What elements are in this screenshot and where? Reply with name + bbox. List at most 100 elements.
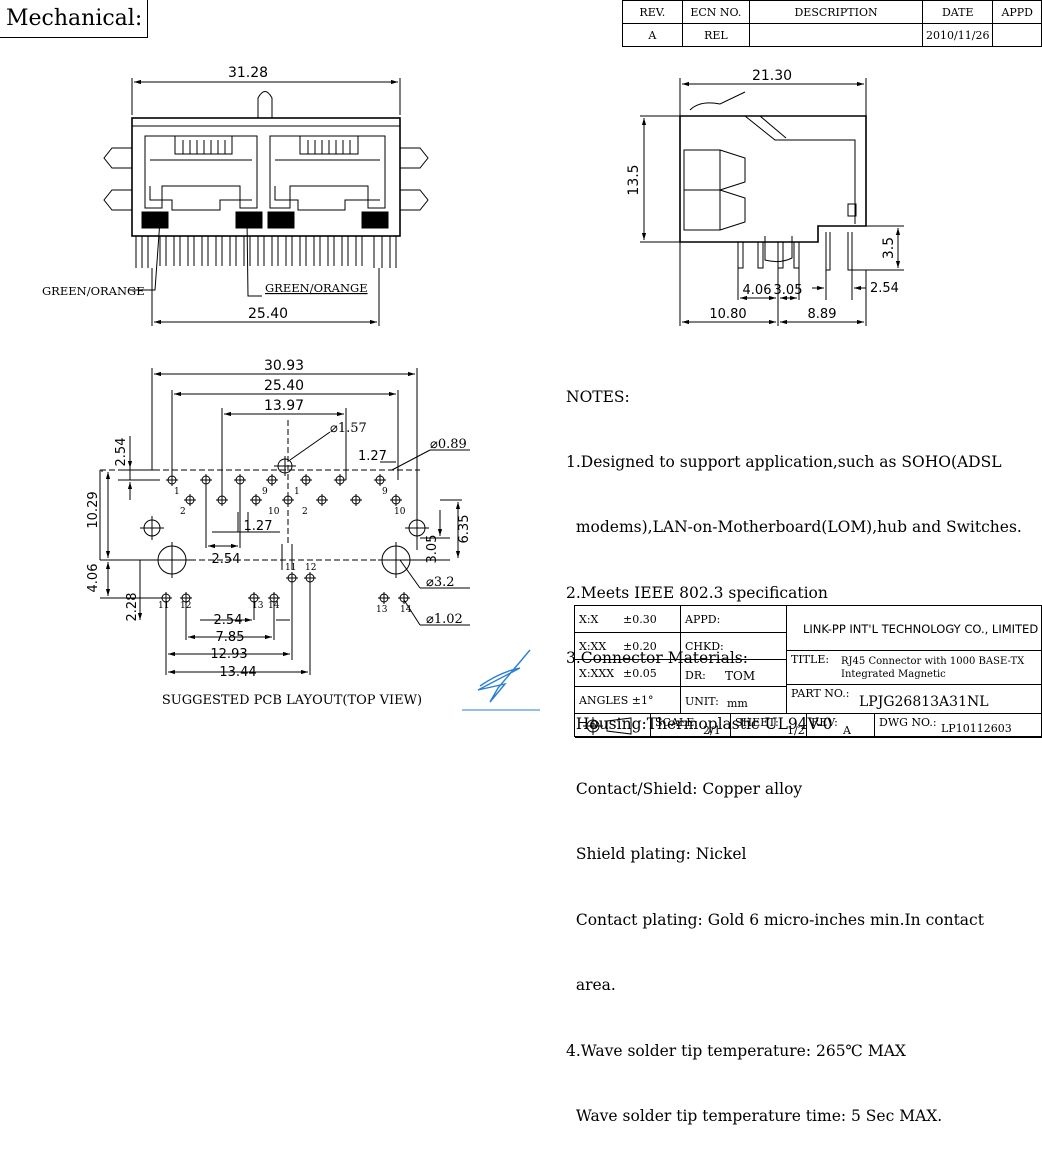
pcb-dim-6-35: 6.35 — [457, 515, 472, 544]
note-line: 2.Meets IEEE 802.3 specification — [566, 583, 828, 602]
appd-cell: APPD: — [681, 606, 787, 633]
pcb-dim-2-54-c: 2.54 — [214, 613, 243, 628]
front-port-left — [144, 135, 258, 211]
pin-label: 9 — [382, 487, 388, 497]
pcb-dim-13-44: 13.44 — [219, 665, 256, 680]
revision-row: A REL 2010/11/26 — [622, 23, 1042, 47]
pcb-dim-7-85: 7.85 — [216, 630, 245, 645]
side-dim-13-5: 13.5 — [626, 164, 642, 195]
rev-label: REV: — [811, 716, 838, 729]
pin-label: 10 — [268, 507, 280, 517]
pin-label: 1 — [174, 487, 180, 497]
dr-value: TOM — [725, 669, 756, 683]
sheet-label: SHEET: — [735, 716, 779, 729]
pcb-dim-1-27-a: 1.27 — [358, 449, 387, 464]
pcb-dim-2-54-v: 2.54 — [114, 438, 129, 467]
front-pins — [135, 236, 397, 268]
pcb-dim-25-40: 25.40 — [264, 378, 304, 394]
pcb-pin-labels: 1 2 9 10 1 2 9 10 11 12 11 12 13 14 13 1… — [158, 487, 412, 615]
notes-heading: NOTES: — [566, 387, 630, 406]
part-label: PART NO.: — [791, 687, 850, 700]
side-dim-3-05: 3.05 — [774, 283, 803, 298]
note-line: 3.Connector Materials: — [566, 649, 748, 668]
pcb-caption: SUGGESTED PCB LAYOUT(TOP VIEW) — [162, 693, 422, 708]
date-cell: 2010/11/26 — [922, 23, 994, 47]
sheet-cell: SHEET: 1/2 — [731, 714, 807, 738]
tol-xx-label: X:XX — [579, 640, 607, 653]
title-cell: TITLE: RJ45 Connector with 1000 BASE-TX … — [787, 651, 1042, 685]
tol-x-value: ±0.30 — [623, 613, 657, 626]
note-line: Wave solder tip temperature time: 5 Sec … — [566, 1106, 943, 1125]
tol-xx-value: ±0.20 — [623, 640, 657, 653]
side-dim-21-30: 21.30 — [752, 68, 792, 84]
title-label: TITLE: — [791, 653, 830, 666]
pin-label: 10 — [394, 507, 406, 517]
side-dim-3-5: 3.5 — [881, 237, 897, 259]
note-line: modems),LAN-on-Motherboard(LOM),hub and … — [566, 518, 1022, 537]
part-cell: PART NO.: LPJG26813A31NL — [787, 685, 1042, 714]
pin-label: 14 — [400, 605, 412, 615]
pin-label: 12 — [180, 601, 191, 611]
mechanical-title-box: Mechanical: — [0, 0, 148, 38]
title-block: X:X ±0.30 X:XX ±0.20 X:XXX ±0.05 ANGLES … — [574, 605, 1042, 738]
pcb-dim-10-29: 10.29 — [86, 491, 101, 528]
front-dim-31-28: 31.28 — [228, 65, 268, 81]
notes-block: NOTES: 1.Designed to support application… — [566, 343, 1022, 1149]
part-number: LPJG26813A31NL — [859, 694, 989, 710]
sheet-value: 1/2 — [787, 724, 805, 737]
ecn-cell: REL — [681, 23, 751, 47]
note-line: Contact plating: Gold 6 micro-inches min… — [566, 910, 984, 929]
front-port-right — [269, 135, 386, 211]
projection-cell — [575, 714, 651, 738]
tol-xxx-value: ±0.05 — [623, 667, 657, 680]
drawing-canvas: 31.28 GREEN/ORANGE GREEN/ORANGE 25.40 — [42, 65, 904, 711]
projection-icon — [583, 717, 632, 735]
note-line: Contact/Shield: Copper alloy — [566, 779, 803, 798]
pin-label: 14 — [268, 601, 280, 611]
chkd-cell: CHKD: — [681, 633, 787, 660]
pcb-dim-3-05: 3.05 — [425, 535, 440, 564]
appd-cell — [992, 23, 1042, 47]
note-line: 4.Wave solder tip temperature: 265℃ MAX — [566, 1041, 906, 1060]
scale-cell: SCALE: 2/1 — [651, 714, 731, 738]
unit-label: UNIT: — [685, 695, 719, 708]
led-label-right: GREEN/ORANGE — [265, 281, 368, 295]
scale-label: SCALE: — [655, 716, 698, 729]
pin-label: 11 — [158, 601, 169, 611]
dwg-value: LP10112603 — [941, 722, 1012, 735]
side-dim-8-89: 8.89 — [808, 307, 837, 322]
pin-label: 13 — [376, 605, 388, 615]
dr-label: DR: — [685, 669, 706, 682]
pcb-layout — [99, 368, 470, 675]
rev-cell-tb: REV: A — [807, 714, 875, 738]
rev-value: A — [843, 724, 851, 737]
side-dim-2-54: 2.54 — [870, 281, 899, 296]
pcb-dim-1-27-b: 1.27 — [244, 519, 273, 534]
pin-label: 13 — [252, 601, 264, 611]
side-dim-10-80: 10.80 — [709, 307, 746, 322]
title-line-2: Integrated Magnetic — [841, 669, 946, 680]
pcb-holes — [140, 456, 429, 604]
rev-cell: A — [622, 23, 683, 47]
pin-label: 1 — [294, 487, 300, 497]
revision-table: REV. ECN NO. DESCRIPTION DATE APPD A REL… — [622, 0, 1042, 47]
note-line: area. — [566, 976, 616, 995]
tol-x-cell: X:X ±0.30 — [575, 606, 681, 633]
pcb-dim-4-06: 4.06 — [86, 564, 101, 593]
tol-x-label: X:X — [579, 613, 599, 626]
scale-value: 2/1 — [703, 724, 721, 737]
pcb-dim-2-54-b: 2.54 — [212, 552, 241, 567]
ecn-header: ECN NO. — [681, 0, 751, 24]
pin-label: 2 — [302, 507, 308, 517]
title-line-1: RJ45 Connector with 1000 BASE-TX — [841, 656, 1025, 667]
unit-cell: UNIT: mm — [681, 687, 787, 714]
pcb-dim-12-93: 12.93 — [210, 647, 247, 662]
note-line: 1.Designed to support application,such a… — [566, 452, 1002, 471]
angles-label: ANGLES ±1° — [579, 694, 654, 707]
pcb-dim-dia-1-57: ⌀1.57 — [330, 421, 367, 436]
dwg-label: DWG NO.: — [879, 716, 937, 729]
front-view — [103, 78, 429, 326]
angles-cell: ANGLES ±1° — [575, 687, 681, 714]
side-dim-4-06: 4.06 — [743, 283, 772, 298]
company-name: LINK-PP INT'L TECHNOLOGY CO., LIMITED — [803, 622, 1039, 636]
